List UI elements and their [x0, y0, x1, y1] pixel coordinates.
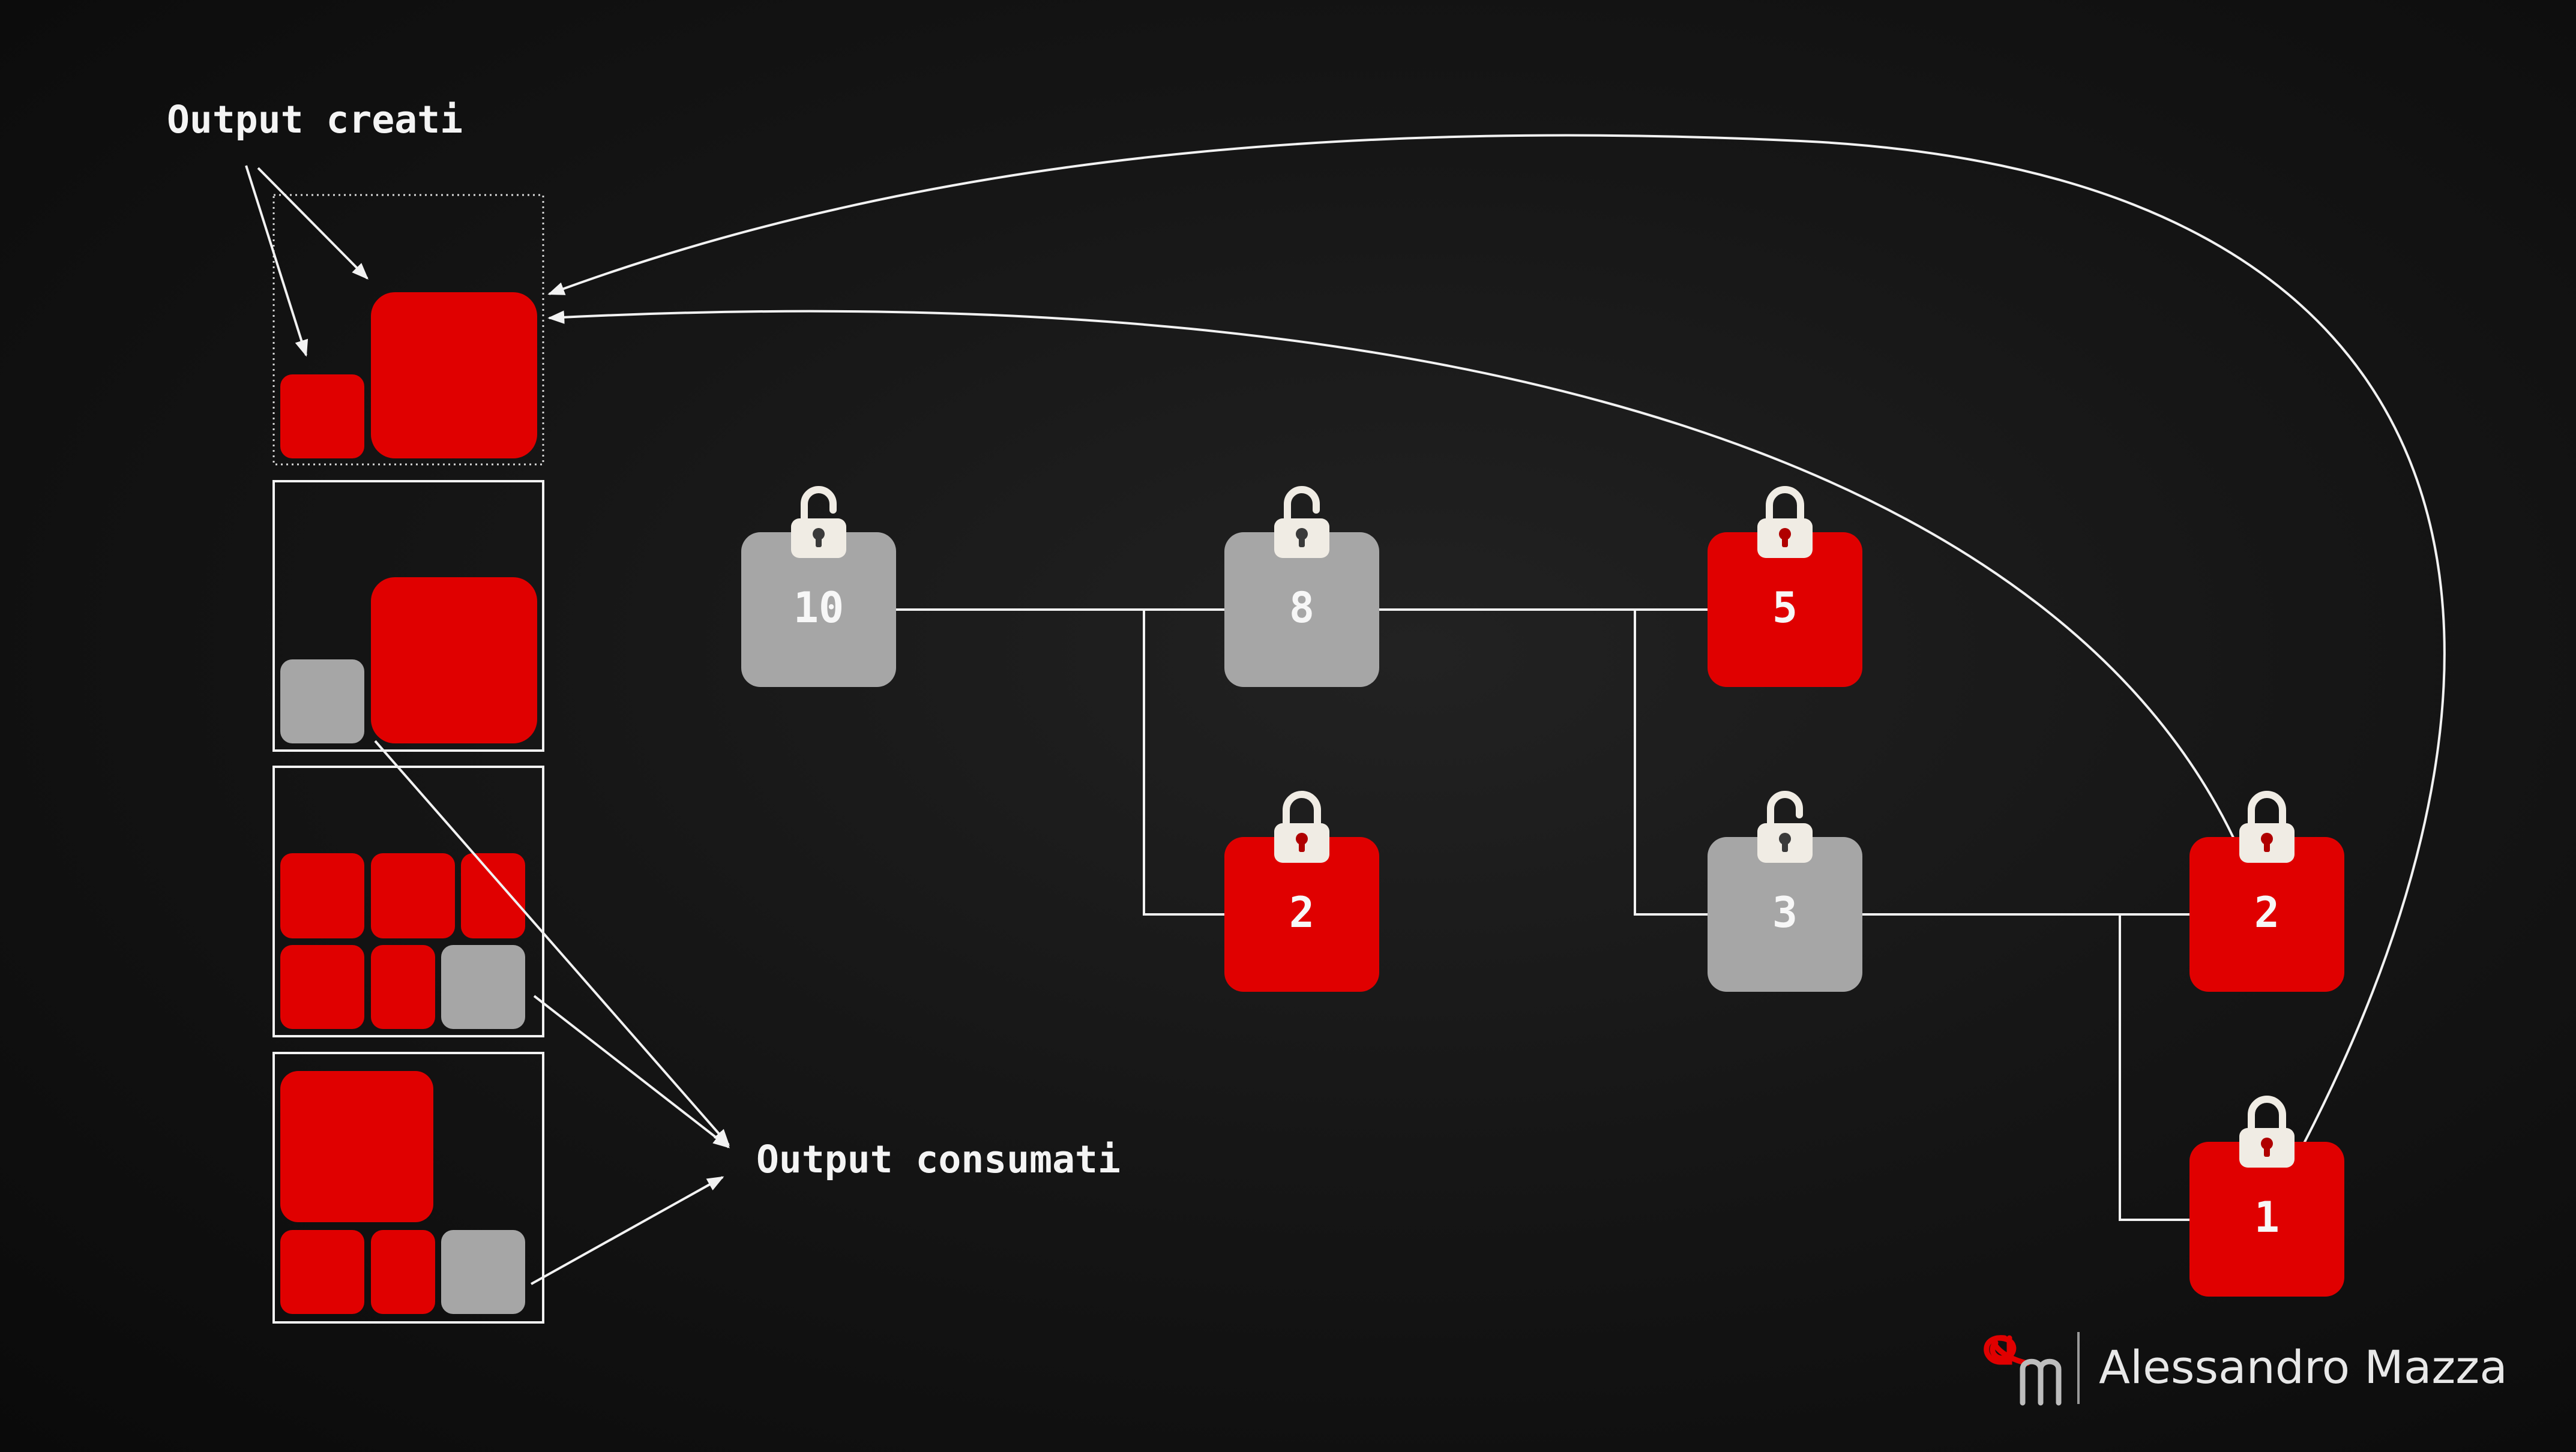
utxo-node-3: 3: [1708, 794, 1862, 992]
arrow-from-panel-4: [531, 1176, 724, 1285]
utxo-node-8: 8: [1224, 490, 1379, 687]
output-created-label: Output creati: [167, 98, 463, 142]
label-arrows: [245, 165, 730, 1285]
node-value: 5: [1772, 583, 1798, 632]
output-red: [461, 853, 525, 938]
output-panels: [272, 194, 544, 1324]
utxo-node-10: 10: [741, 490, 896, 687]
arrow-from-panel-2: [374, 740, 730, 1147]
node-value: 8: [1289, 583, 1314, 632]
consumed-outputs-panel-2: [272, 766, 544, 1037]
arrow-from-node-1-to-created: [547, 134, 2446, 1145]
node-value: 3: [1772, 888, 1798, 937]
node-value: 1: [2254, 1193, 2280, 1242]
output-red: [371, 853, 455, 938]
author-name: Alessandro Mazza: [2099, 1340, 2508, 1394]
output-red-large: [280, 1071, 433, 1222]
node-value: 10: [793, 583, 844, 632]
utxo-node-5: 5: [1708, 490, 1862, 687]
connector-3-1: [2119, 914, 2189, 1221]
return-arrows: [547, 134, 2446, 1145]
brand-logo: Alessandro Mazza: [1984, 1332, 2508, 1406]
created-output-large: [371, 292, 537, 458]
consumed-outputs-panel-3: [272, 1052, 544, 1324]
utxo-node-1: 1: [2189, 1099, 2344, 1297]
arrow-to-created-large: [257, 167, 369, 280]
node-value: 2: [2254, 888, 2280, 937]
consumed-outputs-panel-1: [272, 480, 544, 752]
created-output-small: [280, 374, 364, 458]
arrow-to-created-small: [245, 165, 308, 357]
utxo-node-2-right: 2: [2189, 794, 2344, 992]
consumed-output-grey: [441, 945, 525, 1029]
output-consumed-label: Output consumati: [756, 1138, 1121, 1181]
arrow-from-node-2-to-created: [547, 310, 2240, 850]
connector-10-2: [1143, 610, 1224, 916]
utxo-node-2-lower: 2: [1224, 794, 1379, 992]
output-red: [371, 1230, 435, 1314]
consumed-output-grey: [441, 1230, 525, 1314]
created-outputs-panel: [272, 194, 544, 466]
am-monogram-icon: [1984, 1335, 2062, 1406]
node-connectors: [894, 608, 2189, 1221]
consumed-output-grey: [280, 659, 364, 743]
output-red: [371, 945, 435, 1029]
arrow-from-panel-3: [533, 995, 730, 1148]
node-value: 2: [1289, 888, 1314, 937]
output-red-large: [371, 577, 537, 743]
output-red: [280, 853, 364, 938]
output-red: [280, 945, 364, 1029]
output-red: [280, 1230, 364, 1314]
connector-8-3: [1634, 610, 1708, 916]
